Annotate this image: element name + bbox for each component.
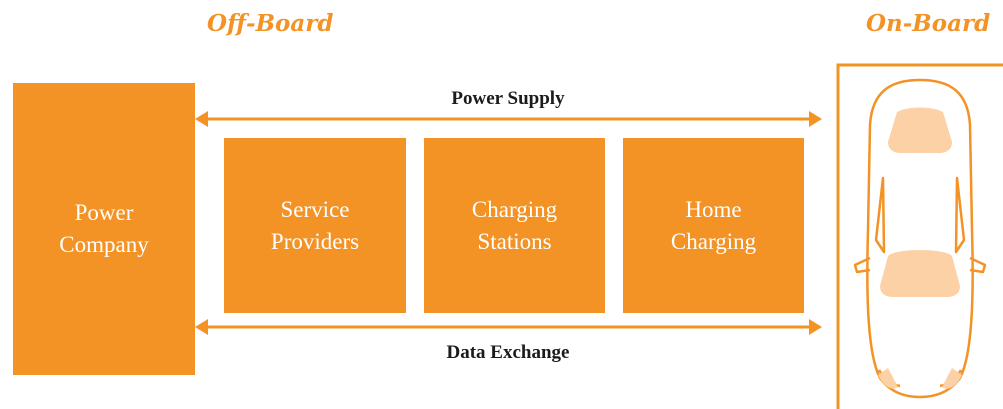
home-charging-line1: Home: [685, 196, 742, 222]
service-providers-line1: Service: [280, 196, 350, 222]
off-board-heading: Off-Board: [207, 10, 334, 37]
data-exchange-arrow: [195, 319, 822, 335]
charging-stations-box: Charging Stations: [424, 138, 605, 313]
power-company-line1: Power: [74, 200, 134, 225]
service-providers-box: Service Providers: [224, 138, 406, 313]
home-charging-line2: Charging: [670, 228, 757, 254]
data-exchange-label: Data Exchange: [446, 342, 570, 363]
power-supply-label: Power Supply: [451, 88, 565, 109]
power-supply-arrow: [195, 111, 822, 127]
on-board-frame: [836, 63, 1003, 409]
power-company-line2: Company: [59, 232, 149, 257]
service-providers-line2: Providers: [270, 228, 360, 254]
on-board-heading: On-Board: [866, 10, 991, 37]
charging-stations-line2: Stations: [477, 228, 552, 254]
car-top-view-icon: [853, 78, 987, 399]
home-charging-box: Home Charging: [623, 138, 804, 313]
power-company-box: Power Company: [13, 83, 195, 375]
charging-stations-line1: Charging: [471, 196, 558, 222]
